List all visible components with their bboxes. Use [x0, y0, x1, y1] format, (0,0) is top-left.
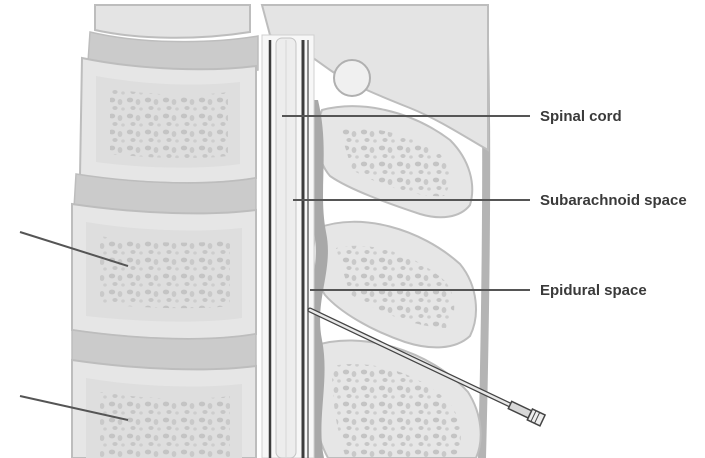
label-subarachnoid-space: Subarachnoid space	[540, 192, 687, 209]
label-epidural-space: Epidural space	[540, 282, 647, 299]
vertebral-body-1	[80, 58, 256, 183]
vertebral-body-3	[72, 360, 256, 458]
vertebral-body-2	[72, 204, 256, 339]
label-spinal-cord: Spinal cord	[540, 108, 622, 125]
spinal-canal	[262, 35, 314, 458]
vertebral-column	[72, 5, 258, 458]
facet-joint	[334, 60, 370, 96]
vertebral-body-top	[95, 5, 250, 38]
